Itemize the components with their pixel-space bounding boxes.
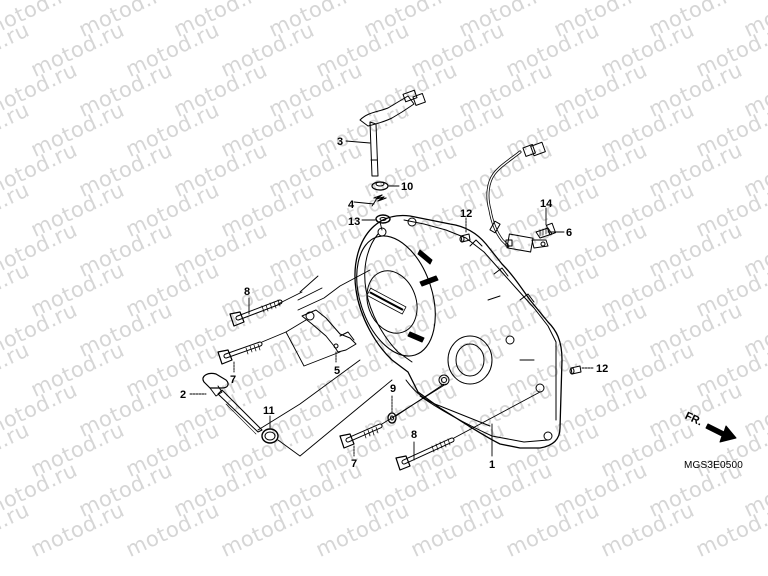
callout-4: 4 xyxy=(348,199,355,211)
callout-7a: 7 xyxy=(230,374,237,386)
diagram-code: MGS3E0500 xyxy=(684,460,744,471)
bolt-7-left xyxy=(217,341,263,365)
o-ring xyxy=(261,428,279,444)
callout-8a: 8 xyxy=(244,286,251,298)
callout-2: 2 xyxy=(180,389,187,401)
callout-14: 14 xyxy=(540,198,553,210)
bolt-8-lower xyxy=(395,437,455,471)
oil-seal xyxy=(371,181,389,191)
crankcase-cover xyxy=(354,214,563,449)
callout-5: 5 xyxy=(334,365,341,377)
callout-12a: 12 xyxy=(460,208,473,220)
callout-11: 11 xyxy=(263,405,275,417)
callout-3: 3 xyxy=(337,136,344,148)
callout-12b: 12 xyxy=(596,363,609,375)
leader-lines xyxy=(189,140,595,461)
spring xyxy=(371,194,387,207)
callout-1: 1 xyxy=(489,459,496,471)
dowel-pin-right xyxy=(569,365,582,375)
bolt-14 xyxy=(535,222,557,239)
callout-9: 9 xyxy=(390,383,397,395)
washer-9 xyxy=(387,412,397,424)
bolt-8-upper xyxy=(229,299,283,327)
callout-10: 10 xyxy=(401,181,414,193)
bracket xyxy=(301,309,357,353)
shaft-arm xyxy=(359,89,426,177)
oil-filler-cap xyxy=(202,372,263,435)
callout-13: 13 xyxy=(348,216,361,228)
bolt-7-lower xyxy=(339,423,383,449)
front-direction-arrow xyxy=(705,423,737,443)
callout-7b: 7 xyxy=(351,458,358,470)
callout-8b: 8 xyxy=(411,429,418,441)
callout-6: 6 xyxy=(566,227,573,239)
washer-13 xyxy=(375,214,391,224)
sensor-with-harness xyxy=(486,141,549,253)
dowel-pin-upper xyxy=(459,233,471,243)
